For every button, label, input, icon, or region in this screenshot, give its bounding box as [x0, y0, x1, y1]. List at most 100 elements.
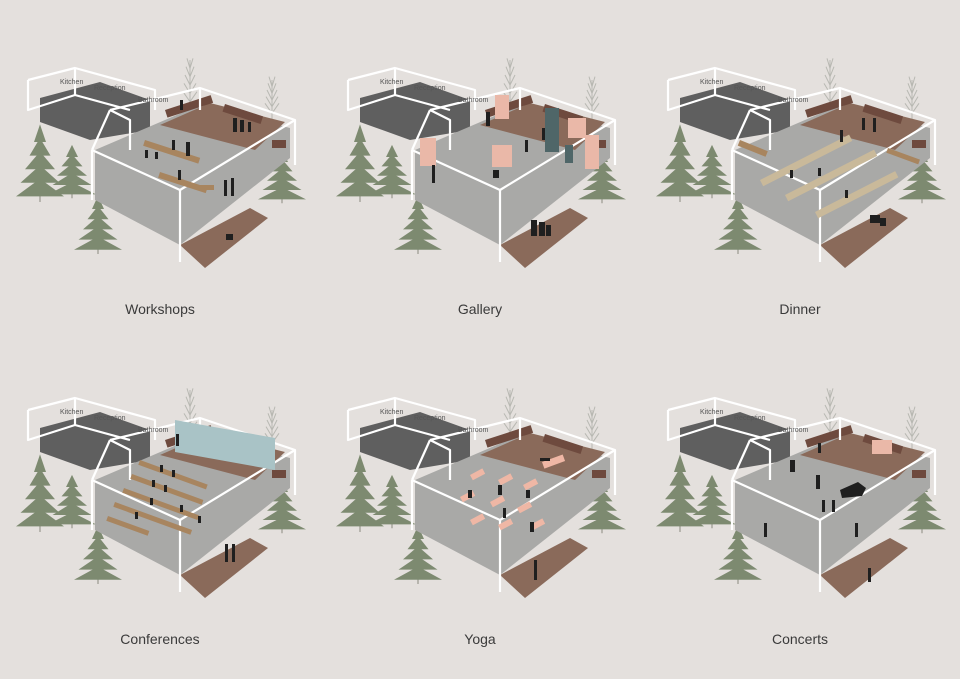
- front-deck: [500, 208, 588, 268]
- frame-line: [346, 398, 397, 442]
- tree-branch: [829, 413, 837, 424]
- frame-line: [429, 416, 617, 495]
- tree-foliage: [386, 144, 398, 157]
- room-label-bathroom: Bathroom: [138, 427, 169, 434]
- tree-foliage: [61, 154, 83, 167]
- tree-foliage: [336, 178, 384, 197]
- bare-tree-icon: [264, 76, 280, 120]
- wood-bench: [862, 104, 904, 124]
- frame-line: [90, 439, 112, 481]
- tree-branch: [271, 419, 278, 431]
- frame-line: [730, 439, 752, 481]
- person-figure: [855, 523, 858, 537]
- tree-foliage: [412, 525, 424, 539]
- tree-branch: [586, 419, 593, 431]
- pine-tree-icon: [394, 195, 442, 254]
- tree-foliage: [723, 216, 753, 230]
- pine-tree-icon: [48, 144, 96, 199]
- panel-caption: Conferences: [120, 631, 200, 647]
- person-figure: [818, 168, 821, 176]
- tree-foliage: [20, 495, 60, 513]
- person-figure: [862, 118, 865, 130]
- tree-branch: [271, 426, 279, 437]
- person-figure: [873, 118, 876, 132]
- tree-foliage: [66, 474, 78, 487]
- workshops-activity: [143, 100, 251, 240]
- panel-caption: Gallery: [457, 301, 503, 317]
- art-panel: [495, 95, 509, 119]
- dinner-activity: [737, 118, 920, 226]
- tree-branch: [911, 406, 916, 417]
- pine-tree-icon: [656, 124, 704, 202]
- tree-foliage: [706, 144, 718, 157]
- person-figure: [155, 152, 158, 159]
- front-deck: [820, 538, 908, 598]
- tree-branch: [505, 66, 511, 77]
- person-figure: [790, 170, 793, 178]
- tree-foliage: [398, 556, 438, 570]
- tree-branch: [911, 83, 917, 94]
- tree-branch: [591, 426, 599, 437]
- tree-foliage: [714, 566, 762, 580]
- person-figure: [145, 150, 148, 158]
- bare-tree-icon: [904, 76, 920, 120]
- conference-table-row: [122, 488, 200, 521]
- tree-branch: [504, 74, 511, 86]
- panel-caption: Workshops: [125, 301, 195, 317]
- tree-foliage: [665, 151, 695, 170]
- yoga-mat: [517, 501, 533, 514]
- tree-branch: [907, 413, 913, 424]
- tree-branch: [587, 413, 593, 424]
- tree-foliage: [582, 507, 622, 521]
- room-label-reception: Reception: [414, 415, 446, 422]
- tree-branch: [268, 76, 273, 87]
- person-figure: [240, 120, 244, 132]
- tree-foliage: [674, 124, 686, 142]
- tree-foliage: [78, 556, 118, 570]
- tree-foliage: [83, 216, 113, 230]
- wood-bench: [542, 434, 584, 454]
- tree-foliage: [718, 556, 758, 570]
- tree-branch: [189, 413, 197, 424]
- pine-tree-icon: [688, 144, 736, 199]
- room-label-bathroom: Bathroom: [778, 97, 809, 104]
- tree-foliage: [578, 187, 626, 200]
- tree-branch: [908, 76, 913, 87]
- tree-branch: [506, 388, 511, 399]
- tree-branch: [271, 89, 278, 101]
- front-deck: [180, 208, 268, 268]
- person-figure: [816, 475, 820, 489]
- tree-foliage: [732, 525, 744, 539]
- tree-branch: [186, 388, 191, 399]
- tree-foliage: [660, 165, 700, 183]
- tree-branch: [506, 58, 511, 69]
- pine-tree-icon: [74, 195, 122, 254]
- tree-foliage: [345, 151, 375, 170]
- tree-branch: [189, 91, 198, 102]
- tree-branch: [504, 404, 511, 416]
- tree-branch: [591, 83, 597, 94]
- room-label-reception: Reception: [94, 415, 126, 422]
- person-figure: [180, 100, 183, 110]
- person-figure: [226, 234, 233, 240]
- tree-foliage: [692, 502, 732, 516]
- tree-foliage: [25, 481, 55, 500]
- buffet-counter: [737, 140, 768, 157]
- tree-foliage: [354, 124, 366, 142]
- tree-foliage: [723, 546, 753, 560]
- person-figure: [880, 218, 886, 226]
- pine-tree-icon: [394, 525, 442, 584]
- tree-foliage: [692, 172, 732, 186]
- pine-tree-icon: [656, 454, 704, 532]
- tree-foliage: [16, 178, 64, 197]
- tree-foliage: [87, 206, 109, 220]
- tree-branch: [509, 396, 515, 407]
- tree-foliage: [898, 187, 946, 200]
- art-panel: [585, 135, 599, 169]
- tree-branch: [266, 419, 273, 431]
- tree-foliage: [386, 474, 398, 487]
- tree-branch: [189, 74, 196, 86]
- tree-branch: [265, 96, 273, 107]
- tree-foliage: [578, 517, 626, 530]
